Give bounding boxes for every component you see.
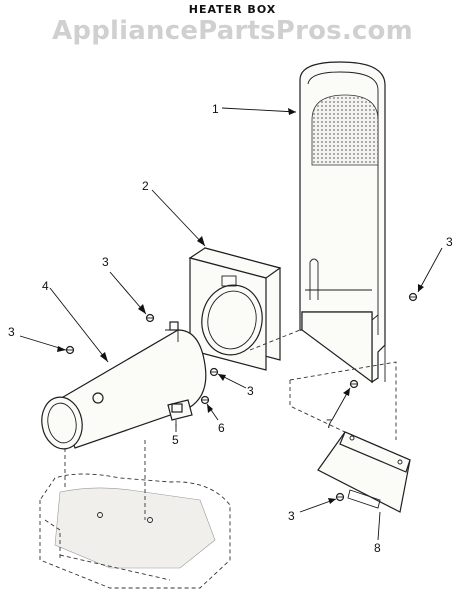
screw-icon <box>209 367 219 377</box>
callout-4: 4 <box>42 279 49 293</box>
callout-8: 8 <box>374 541 381 555</box>
watermark-text: AppliancePartsPros.com <box>52 16 413 46</box>
callout-3-left: 3 <box>8 325 15 339</box>
callout-3-middle: 3 <box>247 384 254 398</box>
callout-6: 6 <box>218 421 225 435</box>
screw-hardware <box>65 292 418 502</box>
callout-1: 1 <box>212 102 219 116</box>
callout-3-right: 3 <box>446 235 453 249</box>
part-2-heater-box-adapter <box>188 247 282 371</box>
screw-icon <box>349 379 359 389</box>
screw-icon <box>65 345 75 355</box>
callout-leaders <box>19 107 443 541</box>
part-1-duct-panel <box>299 61 386 384</box>
diagram-title: HEATER BOX <box>188 3 277 16</box>
callout-3-upper: 3 <box>102 255 109 269</box>
base-blower-assembly <box>39 473 231 589</box>
callout-labels: 1 2 3 3 3 3 3 4 5 6 7 8 <box>8 102 453 555</box>
screw-icon <box>200 395 210 405</box>
screw-icon <box>335 492 345 502</box>
screw-icon <box>145 313 155 323</box>
callout-3-lower: 3 <box>288 509 295 523</box>
callout-2: 2 <box>142 179 149 193</box>
part-8-bracket <box>317 431 411 513</box>
part-4-heater-cylinder <box>41 321 207 450</box>
alignment-lines <box>64 329 397 520</box>
callout-7: 7 <box>326 417 333 431</box>
part-5-thermostat <box>167 399 193 426</box>
screw-icon <box>408 292 418 302</box>
callout-5: 5 <box>172 433 179 447</box>
